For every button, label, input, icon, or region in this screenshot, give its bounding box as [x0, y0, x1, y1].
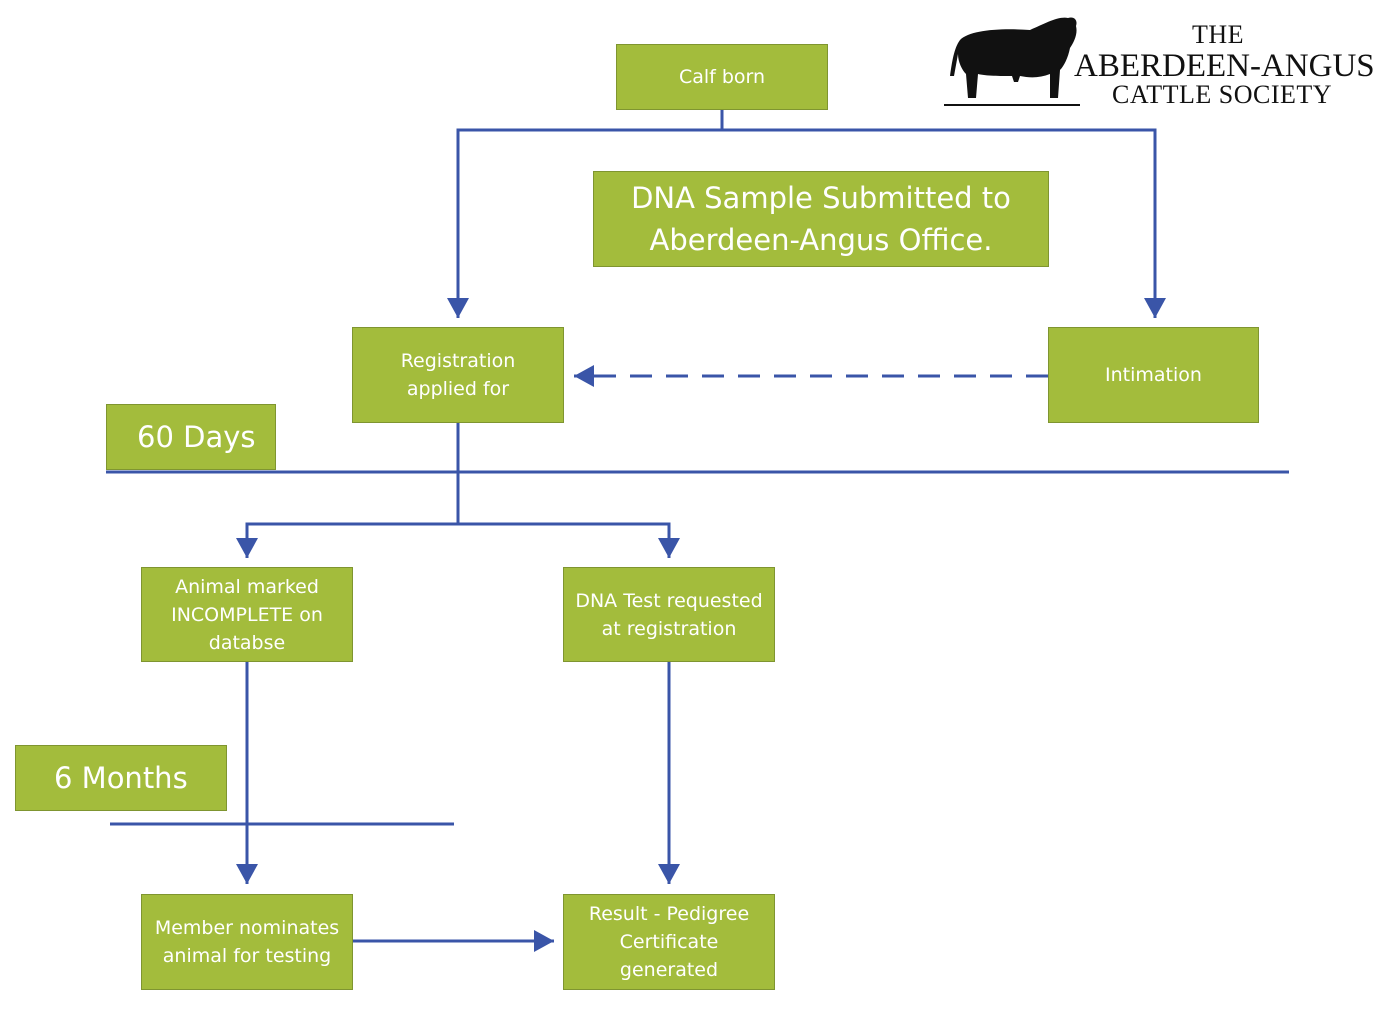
connector-calf-to-intimation	[722, 128, 1166, 318]
6-months-label: 6 Months	[15, 745, 227, 811]
connector-registration-to-incomplete	[236, 522, 458, 558]
calf-born-box: Calf born	[616, 44, 828, 110]
registration-box: Registration applied for	[352, 327, 564, 423]
logo-line-aberdeen-angus: ABERDEEN-ANGUS	[1074, 48, 1375, 84]
bull-silhouette-icon	[944, 17, 1080, 106]
connector-registration-to-dna-test	[458, 522, 680, 558]
result-box: Result - Pedigree Certificate generated	[563, 894, 775, 990]
60-days-label: 60 Days	[106, 404, 276, 470]
intimation-box: Intimation	[1048, 327, 1259, 423]
incomplete-box: Animal marked INCOMPLETE on databse	[141, 567, 353, 662]
logo-line-the: THE	[1192, 20, 1245, 49]
logo-line-cattle-society: CATTLE SOCIETY	[1112, 80, 1333, 109]
dna-test-box: DNA Test requested at registration	[563, 567, 775, 662]
connector-calf-to-registration	[447, 128, 722, 318]
dna-sample-box: DNA Sample Submitted to Aberdeen-Angus O…	[593, 171, 1049, 267]
society-logo: THE ABERDEEN-ANGUS CATTLE SOCIETY	[940, 12, 1375, 112]
nominate-box: Member nominates animal for testing	[141, 894, 353, 990]
